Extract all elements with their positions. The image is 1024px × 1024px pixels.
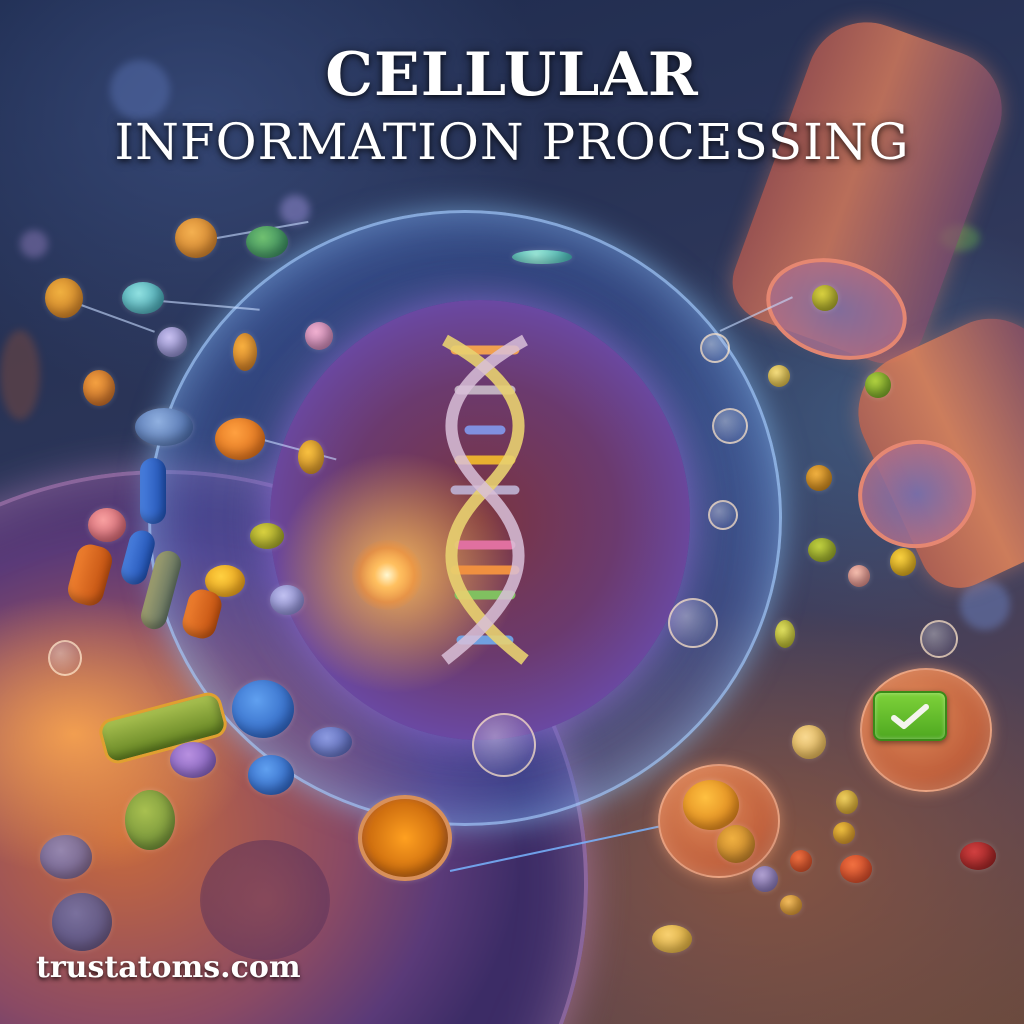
green-vesicle [125, 790, 175, 850]
bokeh-particle [110, 60, 170, 120]
protein-molecule [305, 322, 333, 350]
orange-organelle [358, 795, 452, 881]
protein-molecule [122, 282, 164, 314]
signal-molecule [512, 250, 572, 264]
signal-molecule [780, 895, 802, 915]
protein-molecule [175, 218, 217, 258]
checkmark-icon [891, 704, 929, 729]
signal-molecule [775, 620, 795, 648]
protein-molecule [246, 226, 288, 258]
purple-vesicle [52, 893, 112, 951]
transport-bubble [668, 598, 718, 648]
bokeh-particle [960, 580, 1010, 630]
signal-molecule [833, 822, 855, 844]
signal-molecule [840, 855, 872, 883]
protein-molecule [215, 418, 265, 460]
signal-molecule [808, 538, 836, 562]
signal-molecule [768, 365, 790, 387]
transport-bubble [48, 640, 82, 676]
signal-molecule [848, 565, 870, 587]
transport-bubble [920, 620, 958, 658]
transport-bubble [700, 333, 730, 363]
receptor-head [135, 408, 193, 446]
title-line-1: CELLULAR [325, 40, 699, 110]
energy-glow [352, 540, 422, 610]
protein-molecule [157, 327, 187, 357]
checkmark-badge [873, 691, 947, 741]
protein-molecule [250, 523, 284, 549]
protein-molecule [233, 333, 257, 371]
protein-molecule [83, 370, 115, 406]
protein-molecule [232, 680, 294, 738]
cargo-protein [683, 780, 739, 830]
protein-molecule [45, 278, 83, 318]
signal-molecule [960, 842, 996, 870]
signal-molecule [865, 372, 891, 398]
protein-molecule [88, 508, 126, 542]
dna-double-helix-icon [441, 334, 529, 665]
protein-molecule [248, 755, 294, 795]
transport-bubble [472, 713, 536, 777]
protein-molecule [170, 742, 216, 778]
inner-organelle [200, 840, 330, 960]
signal-molecule [890, 548, 916, 576]
purple-vesicle [40, 835, 92, 879]
page-title: CELLULAR INFORMATION PROCESSING [0, 40, 1024, 174]
signal-molecule [836, 790, 858, 814]
transport-bubble [708, 500, 738, 530]
protein-molecule [270, 585, 304, 615]
protein-molecule [298, 440, 324, 474]
bokeh-particle [20, 230, 48, 258]
bokeh-particle [0, 330, 40, 420]
receptor-protein [140, 458, 166, 524]
cargo-protein [652, 925, 692, 953]
transport-bubble [712, 408, 748, 444]
protein-molecule [310, 727, 352, 757]
cargo-protein [717, 825, 755, 863]
watermark: trustatoms.com [36, 950, 301, 985]
signal-molecule [752, 866, 778, 892]
bokeh-particle [280, 195, 310, 225]
signal-molecule [812, 285, 838, 311]
title-line-2: INFORMATION PROCESSING [114, 113, 910, 171]
signal-molecule [790, 850, 812, 872]
signal-molecule [792, 725, 826, 759]
signal-molecule [806, 465, 832, 491]
